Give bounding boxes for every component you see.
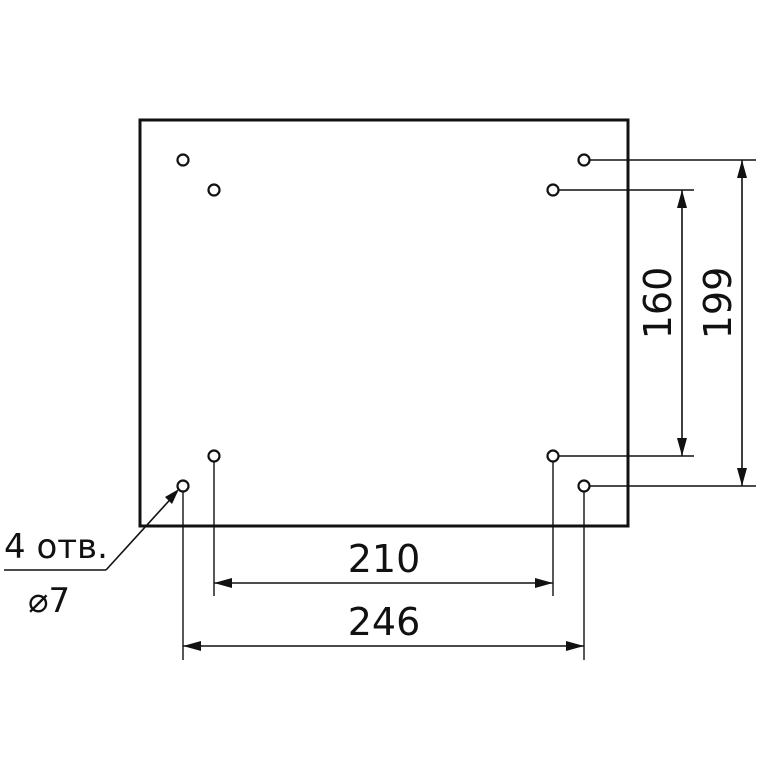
hole-bottom-left-inner xyxy=(207,449,221,463)
hole-top-left-outer xyxy=(176,153,190,167)
hole-bottom-left-outer xyxy=(176,479,190,493)
arrowhead-210-right xyxy=(535,578,553,588)
hole-bottom-right-inner xyxy=(546,449,560,463)
dimension-199: 199 xyxy=(590,159,756,487)
leader-arrowhead xyxy=(165,489,179,504)
dimension-210: 210 xyxy=(213,462,554,596)
note-hole-count: 4 отв. xyxy=(4,527,108,567)
hole-top-right-inner xyxy=(546,183,560,197)
hole-top-right-outer xyxy=(577,153,591,167)
arrowhead-246-right xyxy=(566,641,584,651)
hole-bottom-right-outer xyxy=(577,479,591,493)
hole-top-left-inner xyxy=(207,183,221,197)
dimension-246: 246 xyxy=(182,492,585,660)
dimension-160: 160 xyxy=(559,189,694,457)
arrowhead-199-bottom xyxy=(737,468,747,486)
leader-line-diagonal xyxy=(105,491,178,571)
arrowhead-160-bottom xyxy=(677,438,687,456)
dimension-label-246: 246 xyxy=(348,600,421,644)
holes xyxy=(176,153,591,493)
arrowhead-160-top xyxy=(677,190,687,208)
hole-callout: 4 отв. ⌀7 xyxy=(4,489,179,621)
note-hole-diameter: ⌀7 xyxy=(28,581,70,621)
plate-outline xyxy=(138,118,630,528)
dimension-label-160: 160 xyxy=(636,267,680,340)
arrowhead-246-left xyxy=(183,641,201,651)
dimension-label-199: 199 xyxy=(696,267,740,340)
dimension-label-210: 210 xyxy=(348,537,421,581)
arrowhead-199-top xyxy=(737,160,747,178)
arrowhead-210-left xyxy=(214,578,232,588)
